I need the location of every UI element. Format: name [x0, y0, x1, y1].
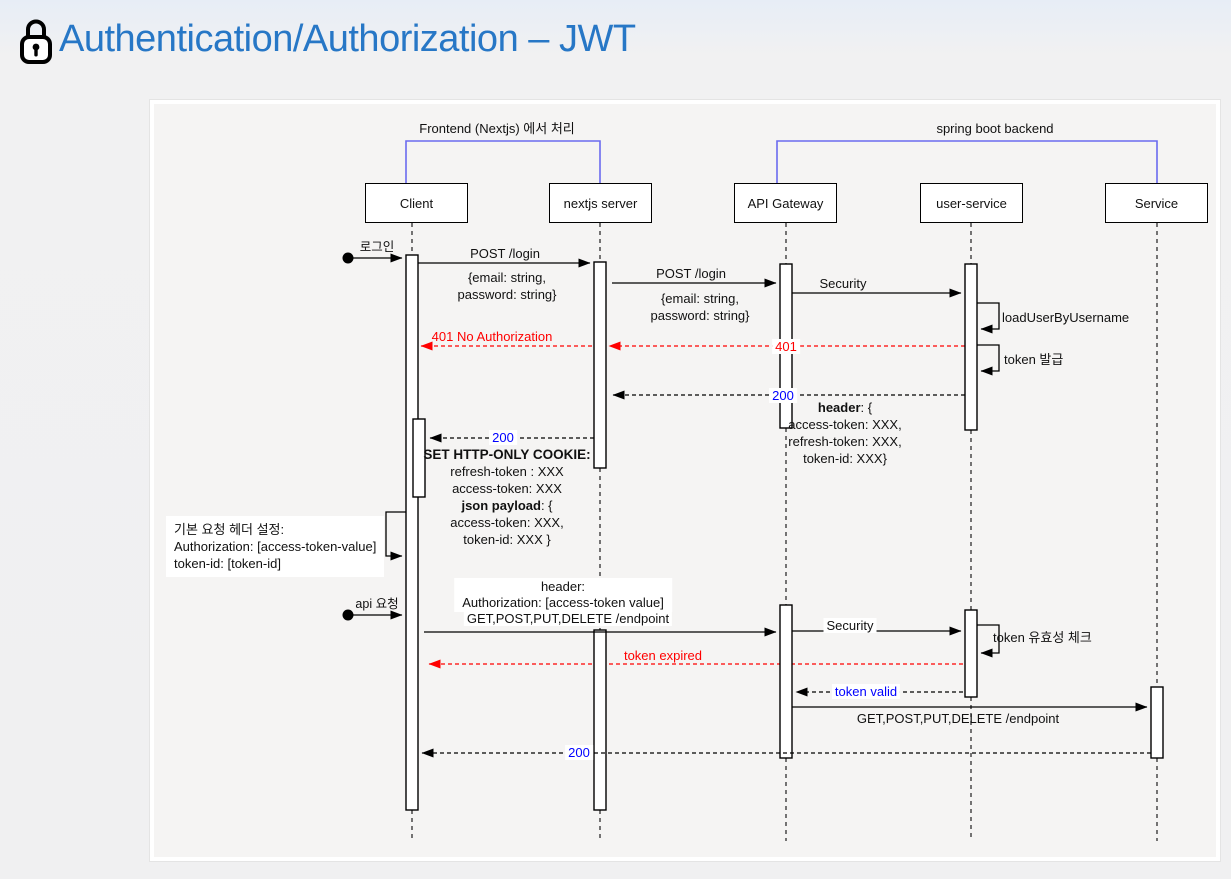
participant-nextjs-server: nextjs server: [549, 183, 652, 223]
load-user-label: loadUserByUsername: [1002, 310, 1130, 325]
header-response-note: header: { access-token: XXX, refresh-tok…: [788, 400, 902, 466]
status-200-gateway-label: 200: [769, 388, 797, 403]
page-title: Authentication/Authorization – JWT: [59, 18, 636, 60]
request-header-note: header: Authorization: [access-token val…: [454, 578, 672, 612]
token-issue-label: token 발급: [1004, 352, 1064, 367]
backend-group-label: spring boot backend: [936, 121, 1054, 136]
participant-client: Client: [365, 183, 468, 223]
status-401-label: 401: [772, 339, 800, 354]
security-2-label: Security: [823, 618, 877, 633]
get-endpoint-2-label: GET,POST,PUT,DELETE /endpoint: [856, 711, 1060, 726]
post-login-1-label: POST /login: [470, 246, 540, 261]
get-endpoint-1-label: GET,POST,PUT,DELETE /endpoint: [463, 611, 673, 626]
security-1-label: Security: [819, 276, 867, 291]
default-headers-note: 기본 요청 헤더 설정: Authorization: [access-toke…: [166, 516, 385, 577]
participant-user-service: user-service: [920, 183, 1023, 223]
token-expired-label: token expired: [623, 648, 703, 663]
status-200-final-label: 200: [565, 745, 593, 760]
diagram-panel: [150, 100, 1220, 861]
participant-service: Service: [1105, 183, 1208, 223]
participant-api-gateway: API Gateway: [734, 183, 837, 223]
401-no-authorization-label: 401 No Authorization: [431, 329, 553, 344]
lock-icon: [20, 19, 52, 64]
post-login-2-body: {email: string, password: string}: [650, 291, 750, 323]
token-check-label: token 유효성 체크: [993, 630, 1092, 645]
login-trigger-label: 로그인: [359, 240, 395, 254]
frontend-group-label: Frontend (Nextjs) 에서 처리: [419, 121, 575, 136]
post-login-1-body: {email: string, password: string}: [457, 270, 557, 302]
token-valid-label: token valid: [831, 684, 901, 699]
status-200-client-label: 200: [489, 430, 517, 445]
post-login-2-label: POST /login: [656, 266, 726, 281]
set-cookie-note: SET HTTP-ONLY COOKIE: refresh-token : XX…: [423, 447, 591, 547]
api-trigger-label: api 요청: [355, 597, 399, 611]
